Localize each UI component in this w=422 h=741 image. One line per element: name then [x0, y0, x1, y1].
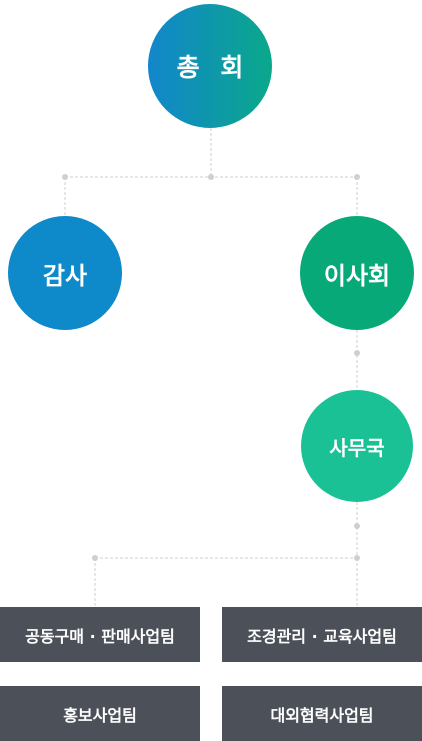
- board-label: 이사회: [323, 261, 391, 290]
- connector-dot: [354, 174, 360, 180]
- audit-label: 감사: [42, 261, 88, 290]
- connector-dot: [354, 350, 360, 356]
- general-assembly-label: 총 회: [176, 53, 250, 82]
- team-box-joint-purchase-sales: 공동구매 · 판매사업팀: [0, 607, 200, 662]
- connector-dot: [354, 555, 360, 561]
- team-label: 공동구매 · 판매사업팀: [25, 626, 175, 646]
- team-label: 대외협력사업팀: [270, 705, 374, 725]
- board-node: 이사회: [300, 216, 414, 330]
- audit-node: 감사: [8, 216, 122, 330]
- team-label: 조경관리 · 교육사업팀: [247, 626, 397, 646]
- team-box-landscape-education: 조경관리 · 교육사업팀: [222, 607, 422, 662]
- connector-dot: [92, 555, 98, 561]
- general-assembly-node: 총 회: [148, 4, 272, 128]
- team-label: 홍보사업팀: [63, 705, 137, 725]
- connector-dot: [62, 174, 68, 180]
- secretariat-node: 사무국: [301, 390, 413, 502]
- connector-dot: [208, 174, 214, 180]
- team-box-promotion: 홍보사업팀: [0, 686, 200, 741]
- connector-dot: [354, 523, 360, 529]
- team-box-external-cooperation: 대외협력사업팀: [222, 686, 422, 741]
- secretariat-label: 사무국: [329, 435, 385, 460]
